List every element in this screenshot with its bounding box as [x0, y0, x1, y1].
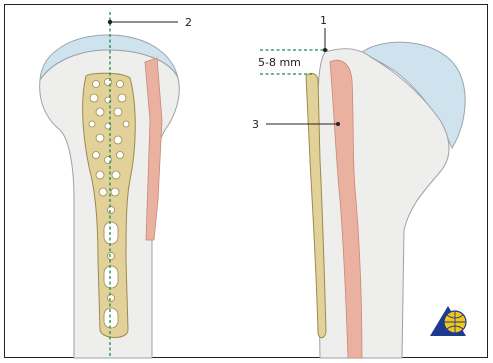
callout-3-label: 3: [252, 118, 259, 131]
measurement-label: 5-8 mm: [258, 56, 301, 69]
humerus-anterior-view: 2: [40, 12, 192, 358]
callout-2-label: 2: [185, 16, 192, 29]
callout-3-dot: [336, 122, 340, 126]
ao-foundation-globe-logo: [430, 306, 466, 336]
humerus-lateral-view: 5-8 mm 1 3: [252, 14, 465, 358]
callout-1-label: 1: [320, 14, 327, 27]
callout-1-dot: [323, 48, 327, 52]
